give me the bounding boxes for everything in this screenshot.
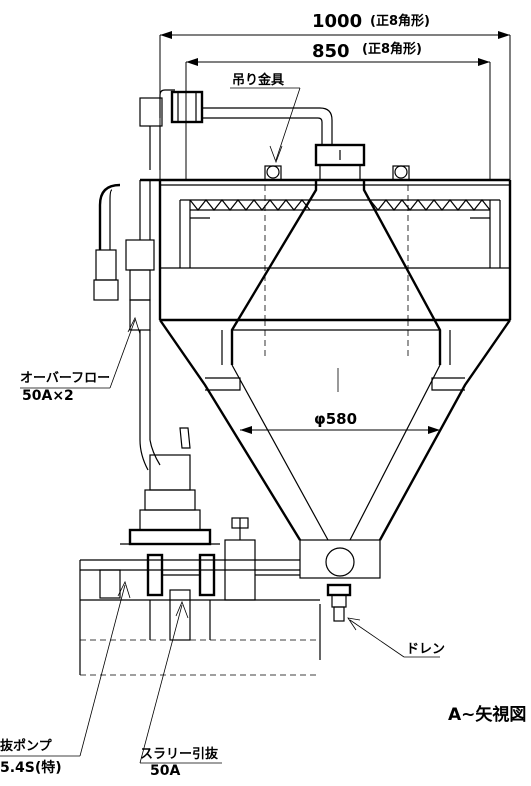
- drain-callout: ドレン: [347, 617, 445, 658]
- slurry-label-line2: 50A: [150, 763, 180, 779]
- overflow-pipe: [93, 180, 161, 471]
- dimension-1000: 1000 (正8角形): [159, 11, 511, 230]
- diameter-value: φ580: [314, 410, 357, 428]
- top-pipe: [139, 89, 333, 170]
- overflow-label-line2: 50A×2: [22, 388, 74, 404]
- dimension-850: 850 (正8角形): [185, 41, 491, 180]
- lifting-lug-callout: 吊り金具: [230, 72, 301, 164]
- pump-assembly: [120, 427, 220, 546]
- drain-label: ドレン: [406, 642, 445, 657]
- inner-cone: [221, 180, 451, 541]
- top-inlet: [314, 143, 366, 181]
- dimension-850-note: (正8角形): [362, 41, 422, 57]
- base-piping: [79, 517, 320, 676]
- overflow-label-line1: オーバーフロー: [20, 371, 110, 386]
- pump-label-line1: 抜ポンプ: [0, 738, 53, 754]
- pump-label-line2: 5.4S(特): [0, 759, 62, 776]
- lifting-lug-label: 吊り金具: [232, 72, 284, 88]
- overflow-callout: オーバーフロー 50A×2: [20, 316, 141, 404]
- slurry-callout: スラリー引抜 50A: [139, 600, 222, 779]
- slurry-label-line1: スラリー引抜: [140, 746, 219, 762]
- pump-callout: 抜ポンプ 5.4S(特): [0, 580, 131, 776]
- dimension-1000-note: (正8角形): [370, 13, 430, 29]
- dimension-580: φ580: [240, 368, 440, 434]
- view-title: A~矢視図: [448, 704, 526, 725]
- bottom-nozzle: [299, 539, 381, 660]
- outer-cone: [159, 319, 511, 541]
- dimension-850-value: 850: [312, 41, 350, 62]
- lifting-lugs: [264, 165, 410, 181]
- tank-upper: [140, 178, 512, 322]
- dimension-1000-value: 1000: [312, 11, 362, 32]
